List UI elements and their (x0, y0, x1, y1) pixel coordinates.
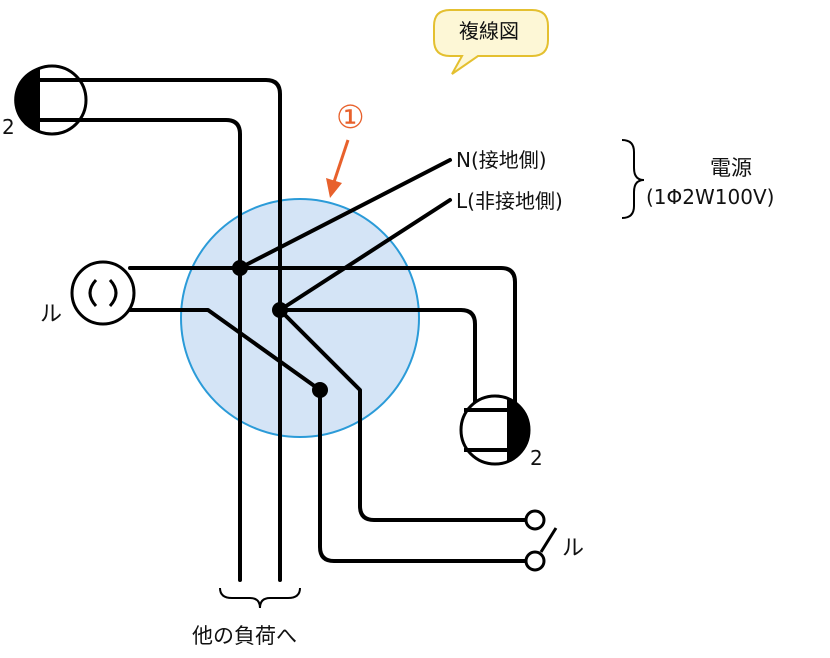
wire-top-lamp-inner (68, 118, 242, 582)
source-brace (621, 139, 645, 219)
callout-title: 複線図 (459, 19, 519, 43)
wire-n-source (238, 158, 452, 270)
n-source-label: N(接地側) (456, 148, 547, 172)
top-left-outlet-label: 2 (2, 115, 15, 139)
outlet-bottom-right-icon (459, 394, 531, 466)
wire-l-source (278, 198, 452, 312)
junction-dot-switch (312, 382, 328, 398)
source-title: 電源 (710, 156, 752, 180)
wire-right-lamp-inner (278, 308, 477, 408)
source-spec: (1Φ2W100V) (646, 185, 775, 209)
bottom-right-outlet-label: 2 (530, 446, 543, 470)
wire-switch-common (278, 308, 527, 522)
marker-arrow (326, 139, 350, 198)
wire-lamp-bottom (128, 308, 322, 392)
marker-label: ① (336, 98, 365, 136)
wire-switch-return (318, 388, 527, 563)
outlet-top-left-icon (14, 64, 88, 136)
junction-dot-l (272, 302, 288, 318)
footer-brace (219, 587, 301, 609)
footer-label: 他の負荷へ (192, 624, 297, 648)
junction-dot-n (232, 260, 248, 276)
switch-label: ル (562, 536, 585, 561)
wire-lamp-top (128, 266, 517, 408)
lamp-label: ル (40, 302, 63, 327)
switch-icon (524, 509, 558, 572)
lamp-icon (70, 260, 136, 326)
callout-bubble (433, 9, 549, 75)
wire-top-lamp-outer (68, 78, 282, 582)
l-source-label: L(非接地側) (456, 189, 563, 213)
